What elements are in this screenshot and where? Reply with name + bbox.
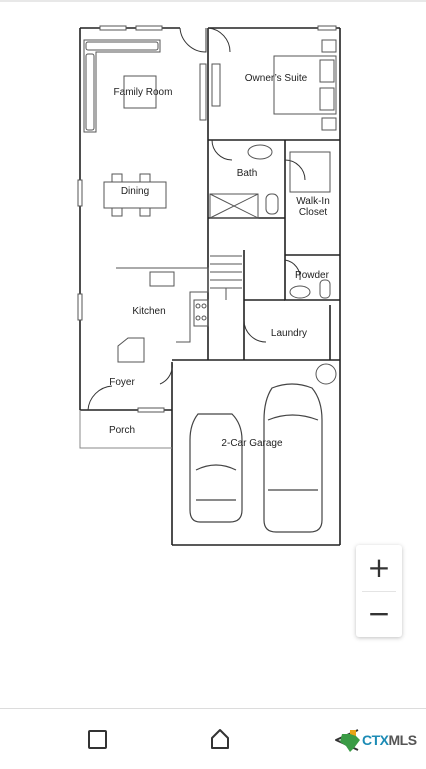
sofa-icon xyxy=(83,39,161,133)
recent-apps-icon xyxy=(88,730,107,749)
door-closet-swing xyxy=(284,159,306,181)
water-heater-icon xyxy=(315,363,337,385)
label-kitchen: Kitchen xyxy=(132,306,165,317)
home-icon xyxy=(211,729,229,749)
coffee-table-icon xyxy=(123,75,157,109)
label-foyer: Foyer xyxy=(109,377,135,388)
bed-icon xyxy=(273,55,337,115)
door-front-swing xyxy=(179,27,207,53)
porch-line xyxy=(79,410,172,449)
door-bath-swing xyxy=(211,139,233,161)
floor-plan[interactable]: Family Room Owner’s Suite Bath Walk-In C… xyxy=(0,0,426,560)
car-left-icon xyxy=(189,413,243,523)
toilet-icon xyxy=(265,193,279,215)
ctxmls-logo-icon xyxy=(340,730,360,752)
dining-table-icon xyxy=(103,181,167,209)
label-porch: Porch xyxy=(109,425,135,436)
door-suite-swing xyxy=(207,27,231,53)
door-garage-swing xyxy=(159,361,173,385)
brand-ctx: CTX xyxy=(362,732,389,748)
home-button[interactable] xyxy=(190,709,250,769)
top-edge xyxy=(0,0,426,2)
door-powder-swing xyxy=(284,259,301,281)
label-garage: 2-Car Garage xyxy=(221,438,283,449)
label-walk-in-line1: Walk-In xyxy=(296,196,330,207)
label-laundry: Laundry xyxy=(271,328,307,339)
stairs-icon xyxy=(210,255,242,300)
zoom-out-button[interactable]: − xyxy=(356,591,402,637)
label-family-room: Family Room xyxy=(114,87,173,98)
bathtub-icon xyxy=(209,193,259,219)
zoom-in-button[interactable]: + xyxy=(356,545,402,591)
fridge-icon xyxy=(117,337,145,363)
label-dining: Dining xyxy=(121,186,149,197)
zoom-controls: + − xyxy=(356,545,402,637)
tv-icon xyxy=(199,63,207,121)
label-bath: Bath xyxy=(237,168,258,179)
recent-apps-button[interactable] xyxy=(67,709,127,769)
label-owners-suite: Owner’s Suite xyxy=(245,73,308,84)
kitchen-counter-icon xyxy=(116,267,209,343)
ctxmls-watermark: CTXMLS xyxy=(336,726,426,756)
sink-icon xyxy=(247,144,273,160)
label-walk-in-line2: Closet xyxy=(299,207,328,218)
brand-mls: MLS xyxy=(388,732,418,748)
door-laundry-swing xyxy=(243,319,267,343)
ctxmls-wordmark: CTXMLS xyxy=(362,732,417,748)
zoom-divider xyxy=(362,591,396,592)
car-right-icon xyxy=(263,383,323,533)
label-powder: Powder xyxy=(295,270,330,281)
door-foyer-swing xyxy=(87,385,113,411)
closet-shelf-icon xyxy=(289,151,331,193)
